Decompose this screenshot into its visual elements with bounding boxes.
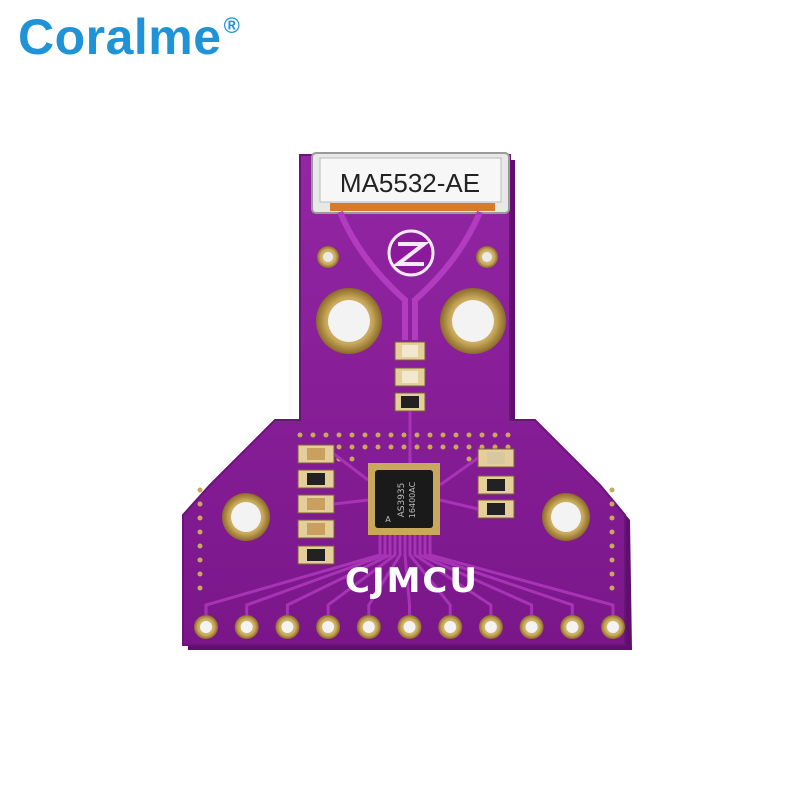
chip-marking-line2: 16400AC xyxy=(408,481,417,518)
header-pin xyxy=(356,615,381,639)
via xyxy=(609,585,615,591)
trace xyxy=(423,535,574,615)
via xyxy=(453,432,459,438)
via xyxy=(609,501,615,507)
via xyxy=(440,432,446,438)
header-pin xyxy=(601,615,625,639)
via xyxy=(336,444,342,450)
via xyxy=(323,432,329,438)
via xyxy=(466,456,472,462)
via xyxy=(505,432,511,438)
via xyxy=(427,444,433,450)
via xyxy=(401,444,407,450)
trace xyxy=(413,535,493,615)
via xyxy=(401,432,407,438)
via xyxy=(609,557,615,563)
via xyxy=(414,444,420,450)
via xyxy=(349,432,355,438)
via xyxy=(197,487,203,493)
brand-name: Coralme xyxy=(18,9,222,65)
via xyxy=(466,432,472,438)
right-components xyxy=(477,448,515,519)
top-vias xyxy=(317,246,498,268)
via xyxy=(414,432,420,438)
via xyxy=(609,487,615,493)
mounting-holes xyxy=(222,288,590,541)
via xyxy=(609,543,615,549)
trace xyxy=(428,535,615,615)
via xyxy=(310,432,316,438)
via xyxy=(197,501,203,507)
center-capacitors xyxy=(394,341,426,412)
via xyxy=(505,444,511,450)
via xyxy=(375,444,381,450)
trace xyxy=(439,498,479,511)
via xyxy=(197,585,203,591)
header-pin xyxy=(478,615,503,639)
via xyxy=(609,571,615,577)
trace xyxy=(333,452,369,482)
via xyxy=(197,543,203,549)
chip-marking-line1: AS3935 xyxy=(397,483,407,518)
via xyxy=(197,571,203,577)
as3935-chip: AS3935 16400AC A xyxy=(368,463,440,535)
via xyxy=(197,557,203,563)
header-pin xyxy=(438,615,463,639)
antenna-trace xyxy=(337,210,483,340)
via xyxy=(466,444,472,450)
silkscreen-label: CJMCU xyxy=(345,561,479,601)
registered-mark: ® xyxy=(223,13,240,38)
via xyxy=(492,432,498,438)
via xyxy=(479,432,485,438)
via xyxy=(197,515,203,521)
via xyxy=(349,444,355,450)
header-pin xyxy=(316,615,341,639)
pcb-traces xyxy=(204,411,615,615)
left-components xyxy=(297,444,335,565)
header-pin xyxy=(560,615,585,639)
brand-logo: Coralme ® xyxy=(18,8,240,66)
trace xyxy=(439,456,479,487)
via xyxy=(375,432,381,438)
via xyxy=(336,432,342,438)
via xyxy=(349,456,355,462)
via xyxy=(427,432,433,438)
trace xyxy=(403,535,411,615)
via xyxy=(388,432,394,438)
antenna-label: MA5532-AE xyxy=(340,168,480,198)
via xyxy=(609,515,615,521)
trace xyxy=(326,535,397,615)
antenna-component: MA5532-AE xyxy=(311,152,510,214)
header-pins xyxy=(194,615,625,639)
trace xyxy=(204,535,382,615)
via xyxy=(440,444,446,450)
via xyxy=(362,444,368,450)
header-pin xyxy=(397,615,422,639)
via xyxy=(453,444,459,450)
logo-icon xyxy=(387,229,435,277)
chip-marking-line3: A xyxy=(385,515,391,524)
via xyxy=(197,529,203,535)
trace xyxy=(285,535,392,615)
trace xyxy=(333,498,369,506)
trace xyxy=(418,535,534,615)
via xyxy=(479,444,485,450)
header-pin xyxy=(194,615,218,639)
header-pin xyxy=(519,615,544,639)
via xyxy=(609,529,615,535)
via xyxy=(362,432,368,438)
trace xyxy=(408,535,452,615)
header-pin xyxy=(234,615,259,639)
trace xyxy=(367,535,402,615)
via xyxy=(388,444,394,450)
header-pin xyxy=(275,615,300,639)
via xyxy=(297,432,303,438)
trace xyxy=(245,535,387,615)
via xyxy=(492,444,498,450)
